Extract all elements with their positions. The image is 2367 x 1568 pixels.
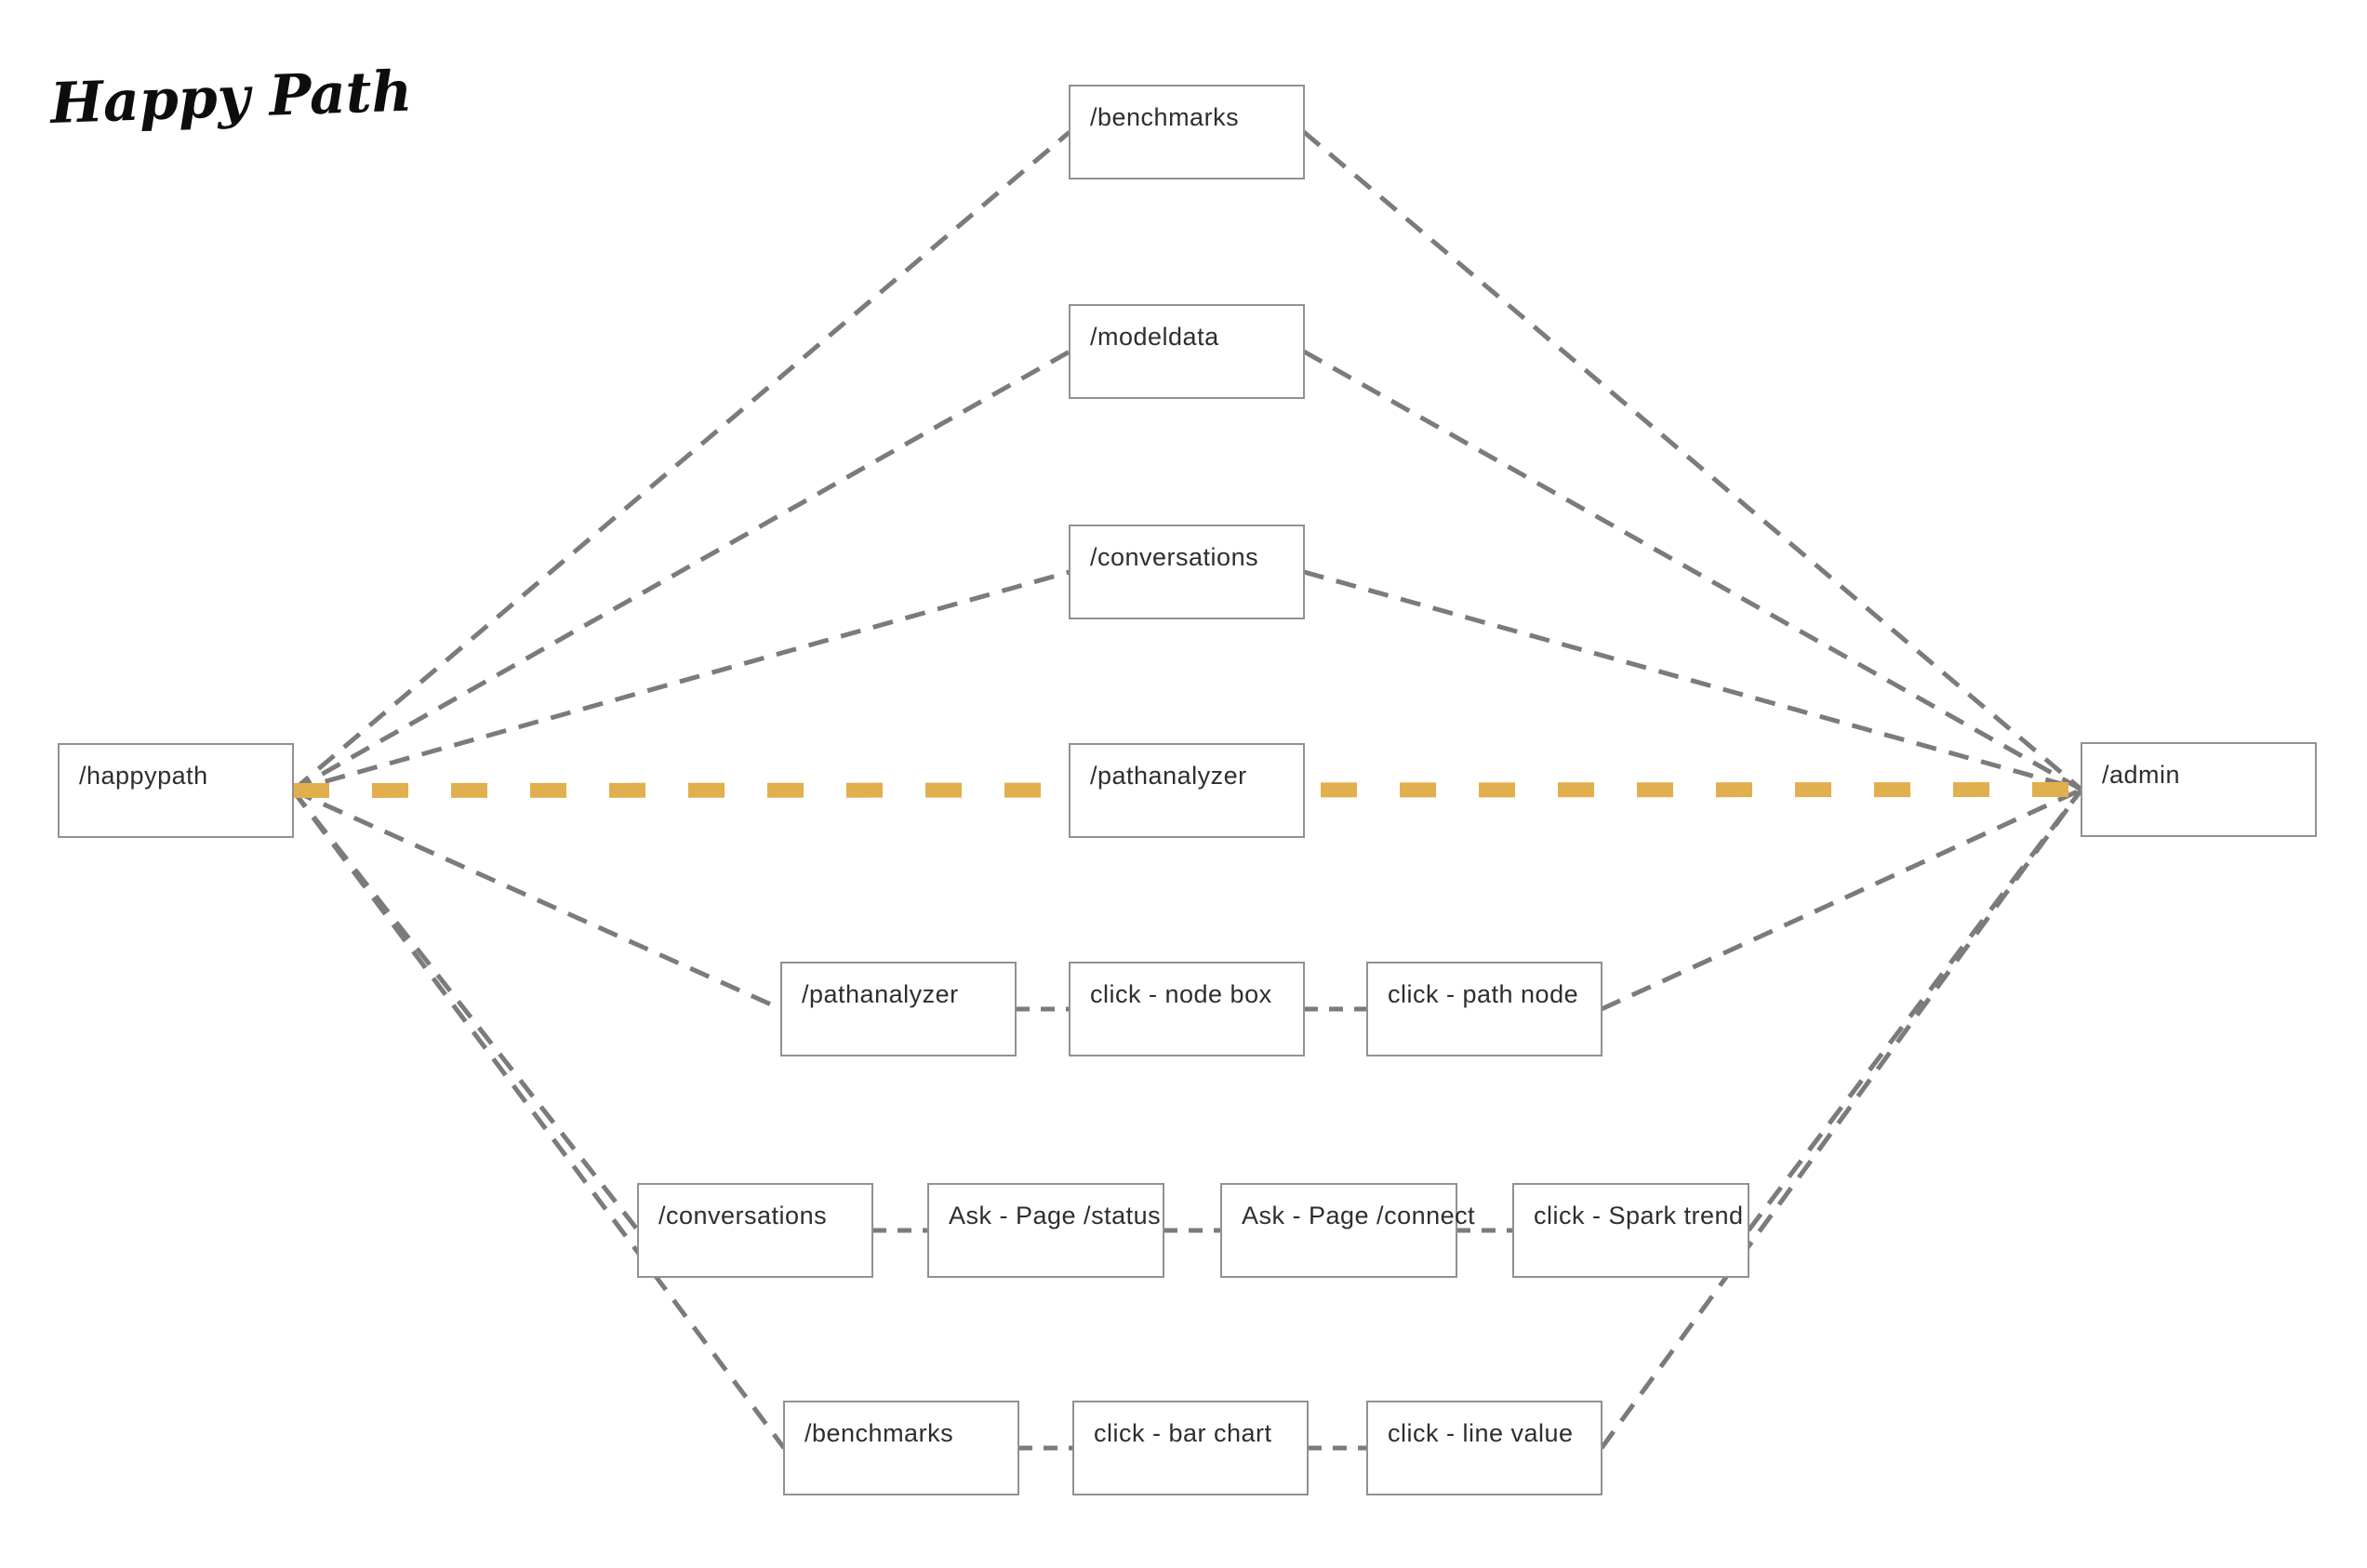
node-r2_pathanalyzer[interactable]: /pathanalyzer xyxy=(780,962,1017,1056)
node-label-r2_pathanalyzer: /pathanalyzer xyxy=(802,980,959,1008)
node-r4_linevalue[interactable]: click - line value xyxy=(1366,1401,1602,1495)
node-box-mid_benchmarks[interactable] xyxy=(1069,85,1305,179)
node-r3_status[interactable]: Ask - Page /status xyxy=(927,1183,1164,1278)
edge-happypath-to-mid_benchmarks xyxy=(291,130,1071,792)
edge-mid_modeldata-to-admin xyxy=(1302,349,2083,792)
node-box-r2_nodebox[interactable] xyxy=(1069,962,1305,1056)
node-label-r3_conversations: /conversations xyxy=(658,1202,827,1229)
edge-mid_benchmarks-to-admin xyxy=(1302,130,2083,791)
node-label-r3_spark: click - Spark trend xyxy=(1534,1202,1744,1229)
edge-happypath-to-r3_conversations xyxy=(291,789,640,1232)
node-box-r4_barchart[interactable] xyxy=(1072,1401,1309,1495)
node-box-r4_benchmarks[interactable] xyxy=(783,1401,1019,1495)
node-box-r3_spark[interactable] xyxy=(1512,1183,1749,1278)
node-label-mid_benchmarks: /benchmarks xyxy=(1090,103,1239,131)
edge-happypath-to-r4_benchmarks xyxy=(290,789,787,1450)
node-label-mid_modeldata: /modeldata xyxy=(1090,323,1219,351)
node-r3_conversations[interactable]: /conversations xyxy=(637,1183,873,1278)
node-admin[interactable]: /admin xyxy=(2081,742,2317,837)
edge-happypath-to-mid_conversations xyxy=(292,569,1070,793)
nodes-layer: /happypath/benchmarks/modeldata/conversa… xyxy=(58,85,2317,1495)
node-label-mid_conversations: /conversations xyxy=(1090,543,1258,571)
node-r4_barchart[interactable]: click - bar chart xyxy=(1072,1401,1309,1495)
node-label-r4_benchmarks: /benchmarks xyxy=(805,1419,953,1447)
node-box-r3_status[interactable] xyxy=(927,1183,1164,1278)
node-label-r3_status: Ask - Page /status xyxy=(949,1202,1161,1229)
node-label-happypath: /happypath xyxy=(79,762,208,790)
edge-mid_conversations-to-admin xyxy=(1303,569,2082,792)
node-box-r2_pathnode[interactable] xyxy=(1366,962,1602,1056)
edge-r2_pathnode-to-admin xyxy=(1600,787,2083,1012)
node-r3_spark[interactable]: click - Spark trend xyxy=(1512,1183,1749,1278)
edge-r3_spark-to-admin xyxy=(1747,788,2083,1232)
node-r2_nodebox[interactable]: click - node box xyxy=(1069,962,1305,1056)
node-box-admin[interactable] xyxy=(2081,742,2317,837)
edge-happypath-to-r2_pathanalyzer xyxy=(291,788,783,1012)
node-r3_connect[interactable]: Ask - Page /connect xyxy=(1220,1183,1475,1278)
node-r2_pathnode[interactable]: click - path node xyxy=(1366,962,1602,1056)
node-label-r4_barchart: click - bar chart xyxy=(1094,1419,1272,1447)
node-box-r2_pathanalyzer[interactable] xyxy=(780,962,1017,1056)
node-label-admin: /admin xyxy=(2102,761,2180,789)
node-box-mid_modeldata[interactable] xyxy=(1069,304,1305,399)
node-label-r4_linevalue: click - line value xyxy=(1388,1419,1574,1447)
node-mid_modeldata[interactable]: /modeldata xyxy=(1069,304,1305,399)
node-r4_benchmarks[interactable]: /benchmarks xyxy=(783,1401,1019,1495)
node-label-mid_pathanalyzer: /pathanalyzer xyxy=(1090,762,1247,790)
node-label-r3_connect: Ask - Page /connect xyxy=(1242,1202,1475,1229)
node-box-mid_pathanalyzer[interactable] xyxy=(1069,743,1305,838)
node-mid_pathanalyzer[interactable]: /pathanalyzer xyxy=(1069,743,1305,838)
node-label-r2_nodebox: click - node box xyxy=(1090,980,1272,1008)
node-box-mid_conversations[interactable] xyxy=(1069,525,1305,619)
page-title: Happy Path xyxy=(47,59,413,137)
node-mid_benchmarks[interactable]: /benchmarks xyxy=(1069,85,1305,179)
node-box-r4_linevalue[interactable] xyxy=(1366,1401,1602,1495)
edge-happypath-to-mid_modeldata xyxy=(291,349,1071,793)
node-happypath[interactable]: /happypath xyxy=(58,743,294,838)
node-mid_conversations[interactable]: /conversations xyxy=(1069,525,1305,619)
edge-r4_linevalue-to-admin xyxy=(1599,788,2084,1450)
node-box-happypath[interactable] xyxy=(58,743,294,838)
node-box-r3_connect[interactable] xyxy=(1220,1183,1457,1278)
node-label-r2_pathnode: click - path node xyxy=(1388,980,1578,1008)
node-box-r3_conversations[interactable] xyxy=(637,1183,873,1278)
